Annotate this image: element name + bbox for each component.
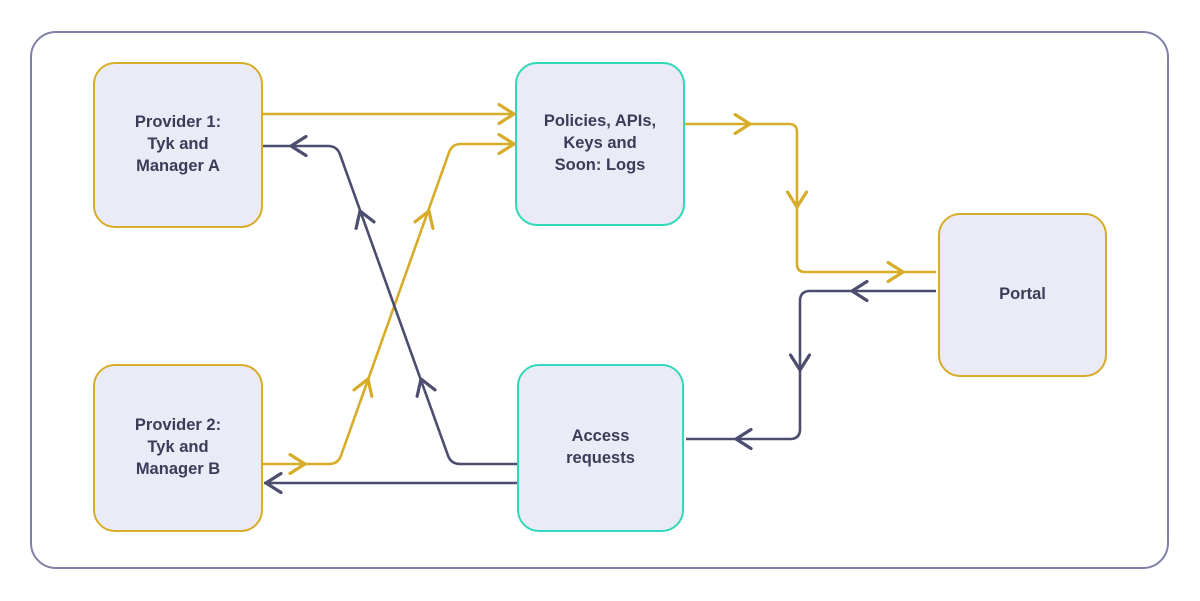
node-policies-line2: Keys and	[563, 134, 637, 153]
node-provider2-line3: Manager B	[135, 459, 221, 478]
node-policies-line3: Soon: Logs	[554, 155, 646, 174]
node-policies-line1: Policies, APIs,	[543, 112, 657, 131]
node-access-line2: requests	[566, 449, 635, 467]
node-provider1-line1: Provider 1:	[134, 113, 222, 132]
node-access-line1: Access	[571, 427, 630, 446]
node-policies: Policies, APIs, Keys and Soon: Logs	[515, 62, 685, 226]
node-provider2: Provider 2: Tyk and Manager B	[93, 364, 263, 532]
node-provider1-line2: Tyk and	[147, 135, 209, 154]
node-portal: Portal	[938, 213, 1107, 377]
node-portal-line1: Portal	[999, 285, 1046, 304]
node-provider1: Provider 1: Tyk and Manager A	[93, 62, 263, 228]
diagram-frame	[30, 31, 1169, 569]
node-provider1-line3: Manager A	[136, 156, 220, 175]
node-provider2-line1: Provider 2:	[134, 416, 222, 435]
node-provider2-line2: Tyk and	[147, 438, 209, 457]
node-access-requests: Access requests	[517, 364, 684, 532]
